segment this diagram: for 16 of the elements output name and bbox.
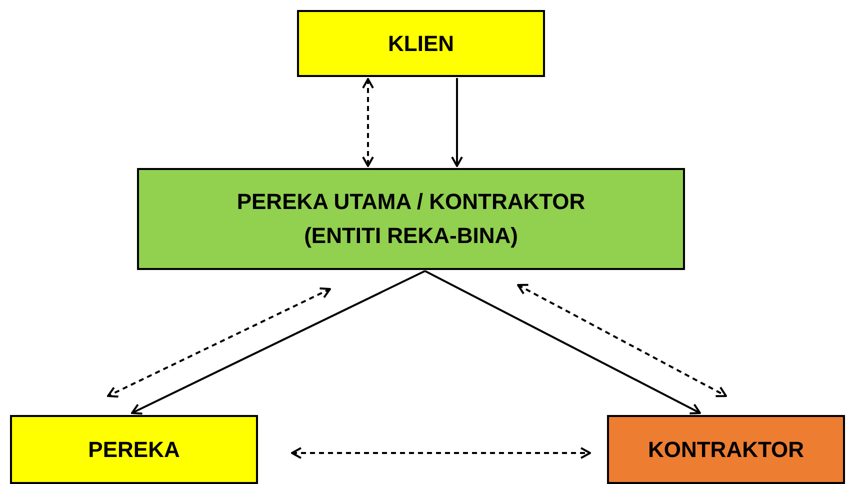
box-label: (ENTITI REKA-BINA) — [304, 222, 518, 250]
arrow — [107, 287, 331, 398]
process-box — [297, 10, 545, 77]
box-label: PEREKA UTAMA / KONTRAKTOR — [236, 188, 586, 216]
process-box — [10, 415, 258, 484]
arrow — [424, 270, 701, 414]
arrow — [291, 447, 591, 459]
arrow — [131, 270, 426, 415]
box-label: KLIEN — [388, 30, 454, 58]
box-label: PEREKA — [88, 436, 180, 464]
arrow — [517, 284, 727, 398]
process-box — [607, 415, 845, 484]
box-label: KONTRAKTOR — [648, 436, 804, 464]
arrow — [362, 78, 374, 167]
arrow — [451, 78, 463, 167]
process-box — [137, 168, 685, 270]
